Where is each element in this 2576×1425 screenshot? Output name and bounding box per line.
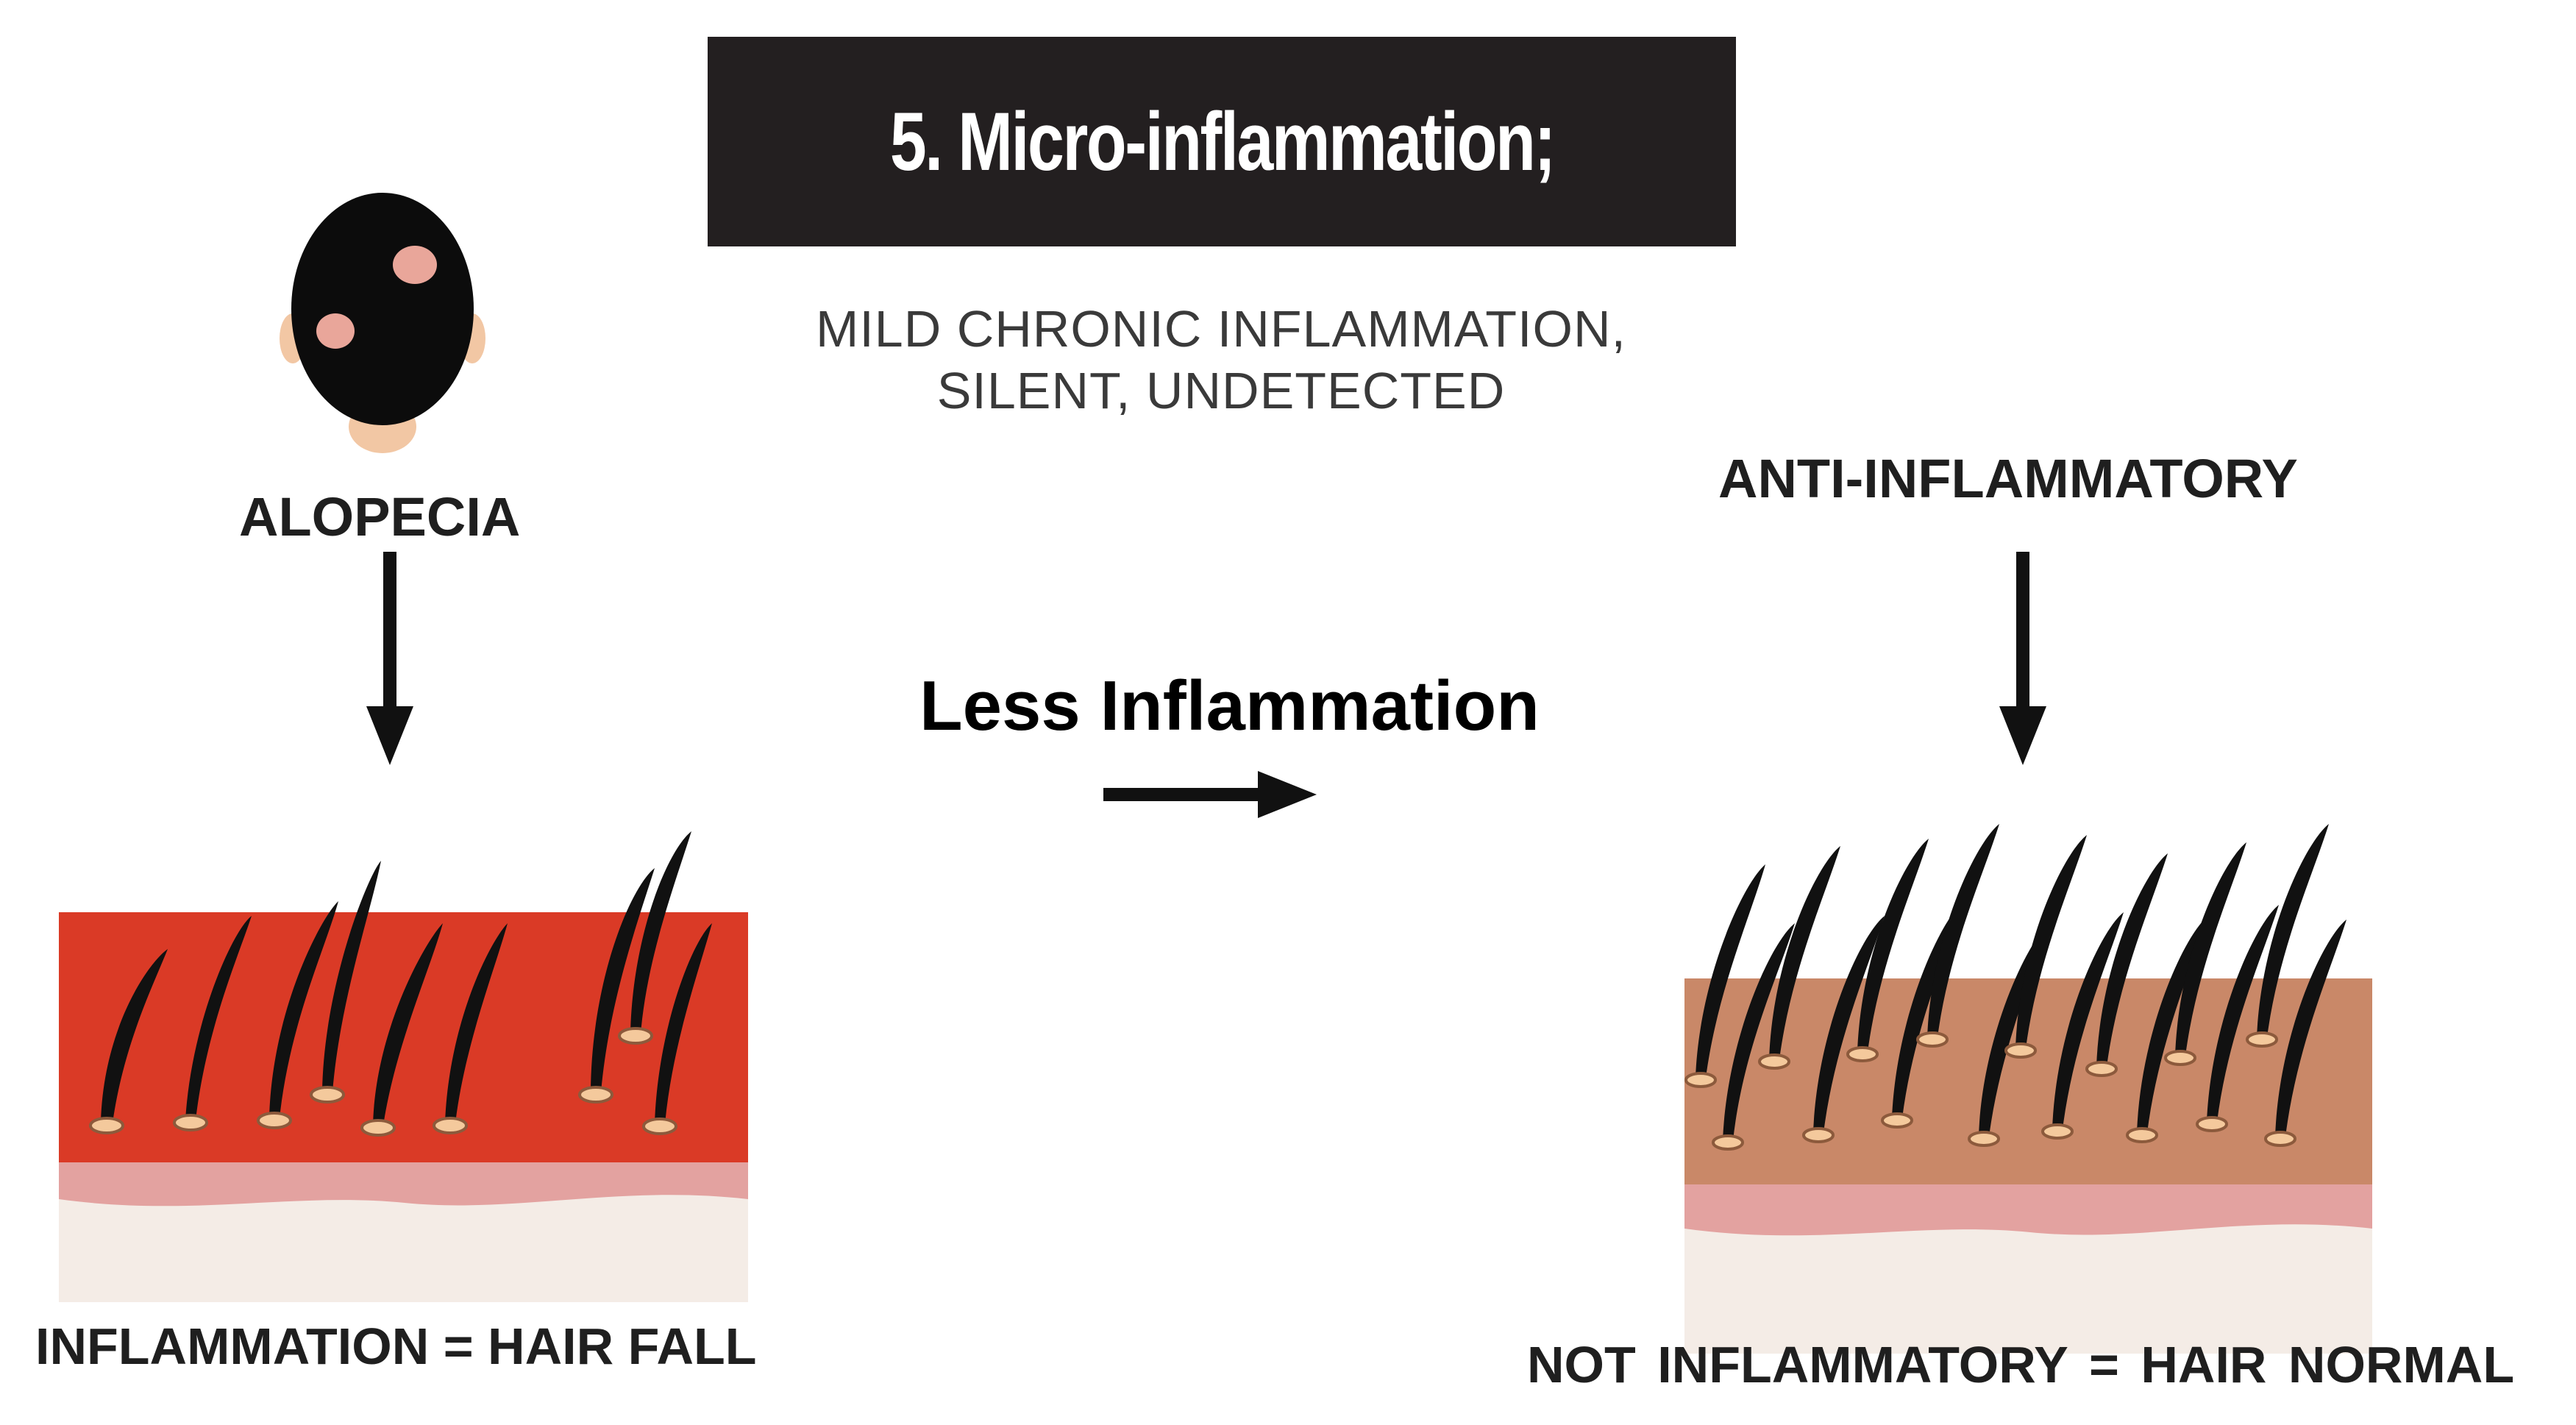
subtitle: MILD CHRONIC INFLAMMATION, SILENT, UNDET… [662, 298, 1780, 422]
anti-inflammatory-label: ANTI-INFLAMMATORY [1718, 448, 2298, 509]
page-title: 5. Micro-inflammation; [889, 96, 1555, 188]
arrow-down-right-icon [1999, 552, 2046, 765]
bald-patch-2 [316, 313, 355, 349]
subtitle-line-2: SILENT, UNDETECTED [936, 362, 1506, 419]
head-illustration [280, 193, 485, 453]
dermis-layer [1684, 1184, 2372, 1236]
follicles [89, 1027, 677, 1137]
alopecia-label: ALOPECIA [239, 486, 521, 547]
subtitle-line-1: MILD CHRONIC INFLAMMATION, [816, 300, 1626, 358]
inflamed-skin-illustration [59, 831, 748, 1302]
hair-normal-caption: NOT INFLAMMATORY = HAIR NORMAL [1527, 1336, 2515, 1393]
hair-strands [1696, 824, 2346, 1140]
bald-patch-1 [393, 246, 437, 284]
title-banner: 5. Micro-inflammation; [708, 37, 1736, 246]
hair-top [291, 193, 474, 425]
hair-strands [101, 831, 712, 1126]
arrow-down-left-icon [366, 552, 413, 765]
less-inflammation-label: Less Inflammation [919, 667, 1540, 745]
normal-skin-illustration [1684, 824, 2372, 1354]
dermis-layer [59, 1162, 748, 1207]
follicles [1684, 1031, 2296, 1151]
hair-fall-caption: INFLAMMATION = HAIR FALL [35, 1318, 757, 1375]
arrow-right-icon [1103, 771, 1317, 818]
